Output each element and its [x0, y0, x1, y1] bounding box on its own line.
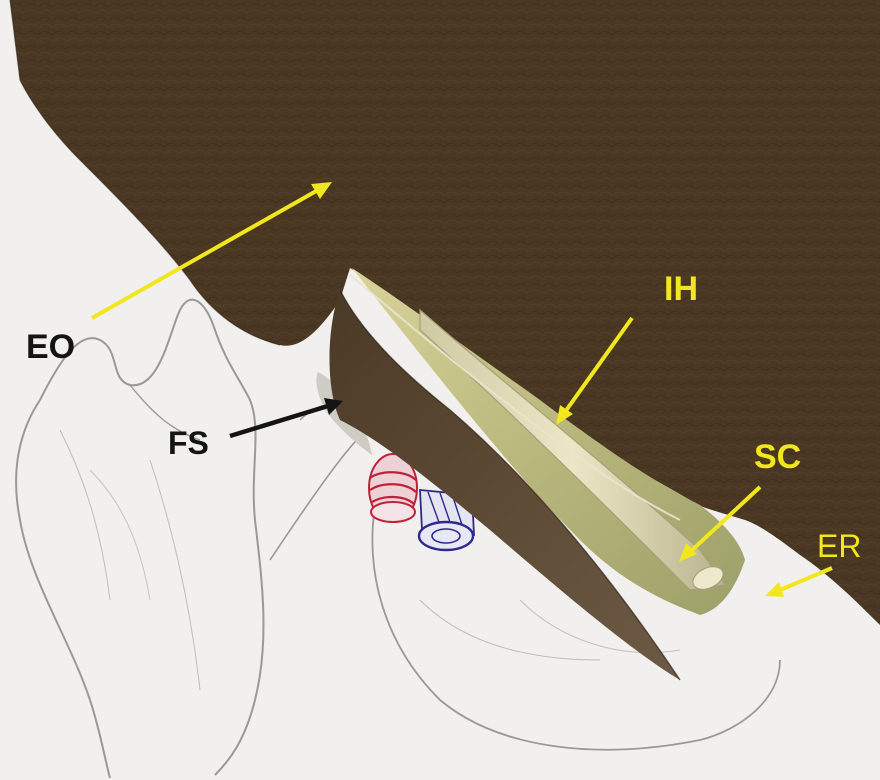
label-fs: FS [168, 427, 209, 459]
label-er: ER [817, 530, 861, 562]
label-eo: EO [26, 330, 75, 364]
label-ih: IH [664, 272, 698, 306]
label-sc: SC [754, 440, 801, 474]
